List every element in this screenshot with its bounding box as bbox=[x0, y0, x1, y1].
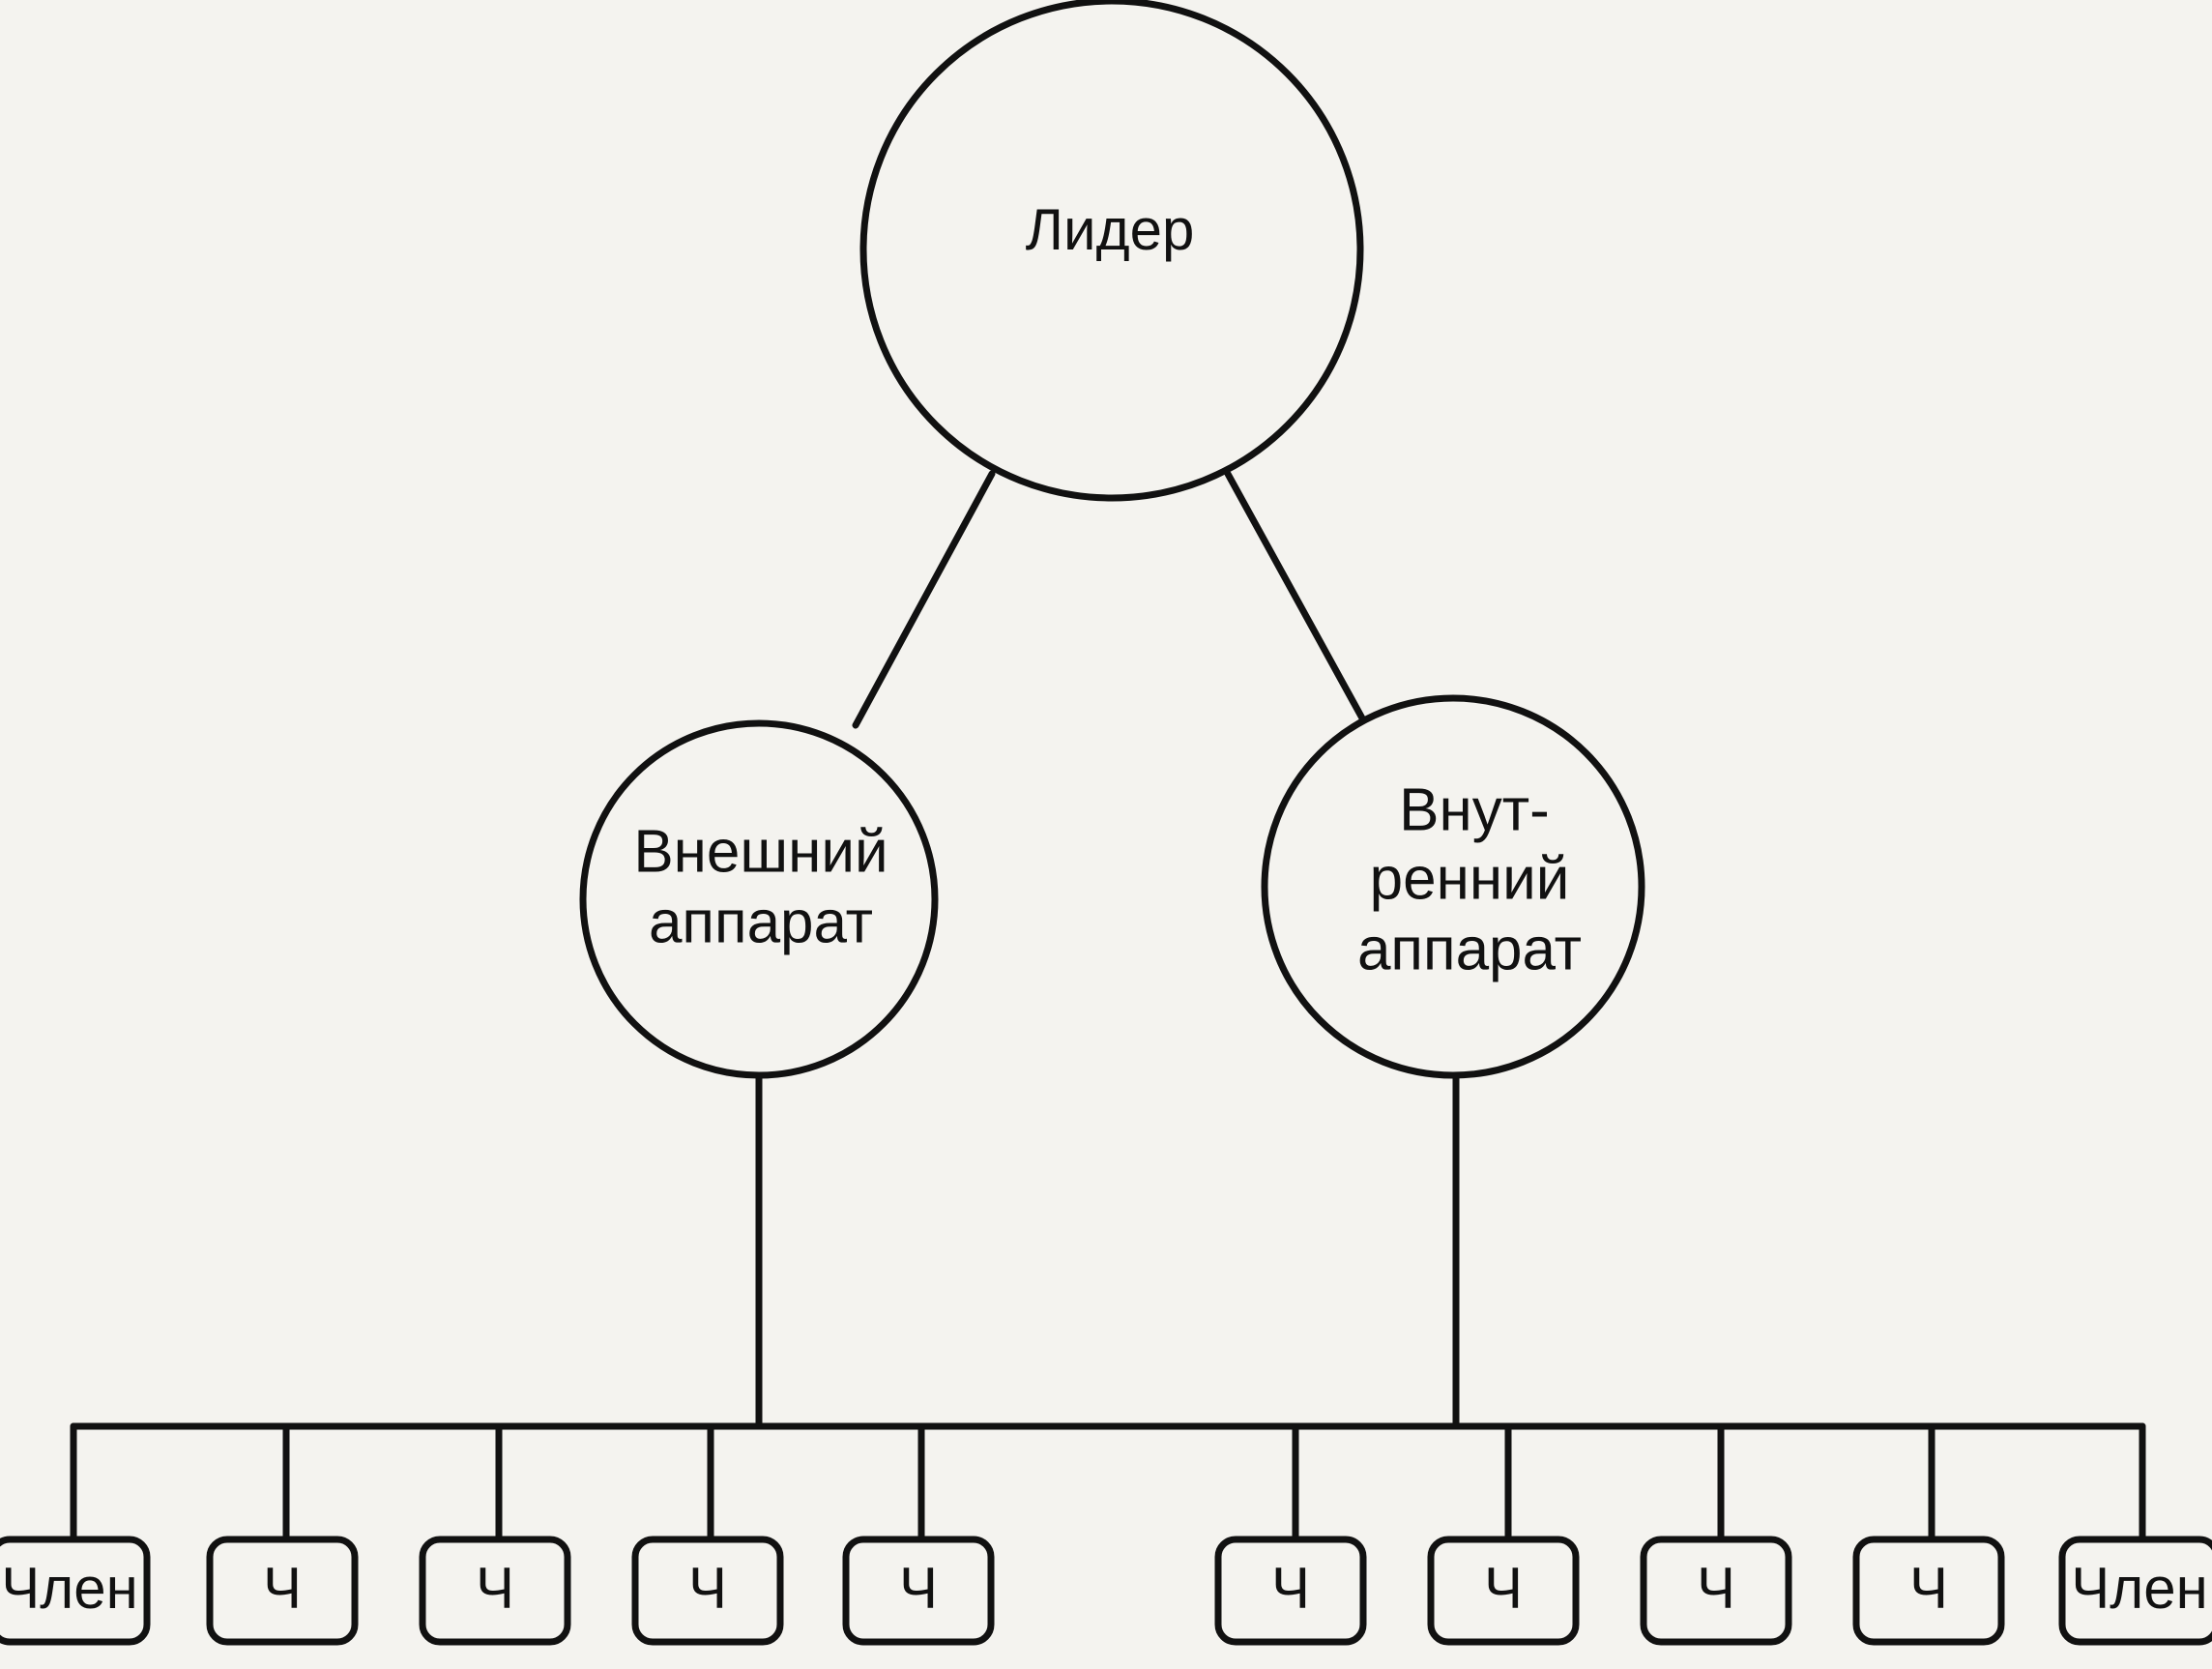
member-box-2 bbox=[206, 1536, 359, 1646]
connectors bbox=[70, 470, 2146, 1541]
member-node-4: Ч bbox=[631, 1536, 784, 1646]
member-label-4: Ч bbox=[688, 1556, 727, 1621]
internal-apparatus-circle bbox=[1261, 694, 1645, 1079]
member-node-8: Ч bbox=[1640, 1536, 1792, 1646]
member-node-5: Ч bbox=[842, 1536, 995, 1646]
member-box-8 bbox=[1640, 1536, 1792, 1646]
leader-label: Лидер bbox=[1026, 197, 1195, 262]
member-box-10 bbox=[2058, 1536, 2212, 1646]
internal-apparatus-line-2: ренний bbox=[1370, 845, 1570, 912]
member-label-10: Член bbox=[2071, 1556, 2208, 1621]
member-node-1: Член bbox=[0, 1536, 151, 1646]
internal-apparatus-line-1: Внут- bbox=[1399, 776, 1550, 843]
internal-apparatus-line-3: аппарат bbox=[1357, 916, 1582, 982]
member-node-7: Ч bbox=[1427, 1536, 1580, 1646]
member-label-7: Ч bbox=[1484, 1556, 1523, 1621]
leader-node: Лидер bbox=[859, 0, 1364, 502]
member-box-9 bbox=[1852, 1536, 2005, 1646]
member-nodes: Член Ч Ч Ч Ч Ч Ч Ч bbox=[0, 1536, 2212, 1646]
member-box-1 bbox=[0, 1536, 151, 1646]
member-node-3: Ч bbox=[419, 1536, 571, 1646]
leader-to-external-connector bbox=[852, 470, 996, 729]
internal-apparatus-node: Внут- ренний аппарат bbox=[1261, 694, 1645, 1079]
external-apparatus-line-2: аппарат bbox=[649, 889, 873, 955]
member-box-7 bbox=[1427, 1536, 1580, 1646]
external-apparatus-line-1: Внешний bbox=[633, 818, 888, 885]
member-label-5: Ч bbox=[899, 1556, 938, 1621]
member-node-10: Член bbox=[2058, 1536, 2212, 1646]
member-label-6: Ч bbox=[1271, 1556, 1310, 1621]
external-apparatus-circle bbox=[579, 719, 939, 1079]
member-box-3 bbox=[419, 1536, 571, 1646]
member-node-6: Ч bbox=[1214, 1536, 1367, 1646]
leader-to-internal-connector bbox=[1224, 470, 1370, 729]
member-label-9: Ч bbox=[1909, 1556, 1948, 1621]
member-label-8: Ч bbox=[1697, 1556, 1735, 1621]
leader-circle bbox=[859, 0, 1364, 502]
member-label-3: Ч bbox=[476, 1556, 514, 1621]
external-apparatus-node: Внешний аппарат bbox=[579, 719, 939, 1079]
member-node-9: Ч bbox=[1852, 1536, 2005, 1646]
member-label-2: Ч bbox=[263, 1556, 302, 1621]
member-node-2: Ч bbox=[206, 1536, 359, 1646]
member-box-4 bbox=[631, 1536, 784, 1646]
member-box-5 bbox=[842, 1536, 995, 1646]
member-box-6 bbox=[1214, 1536, 1367, 1646]
member-label-1: Член bbox=[1, 1556, 138, 1621]
